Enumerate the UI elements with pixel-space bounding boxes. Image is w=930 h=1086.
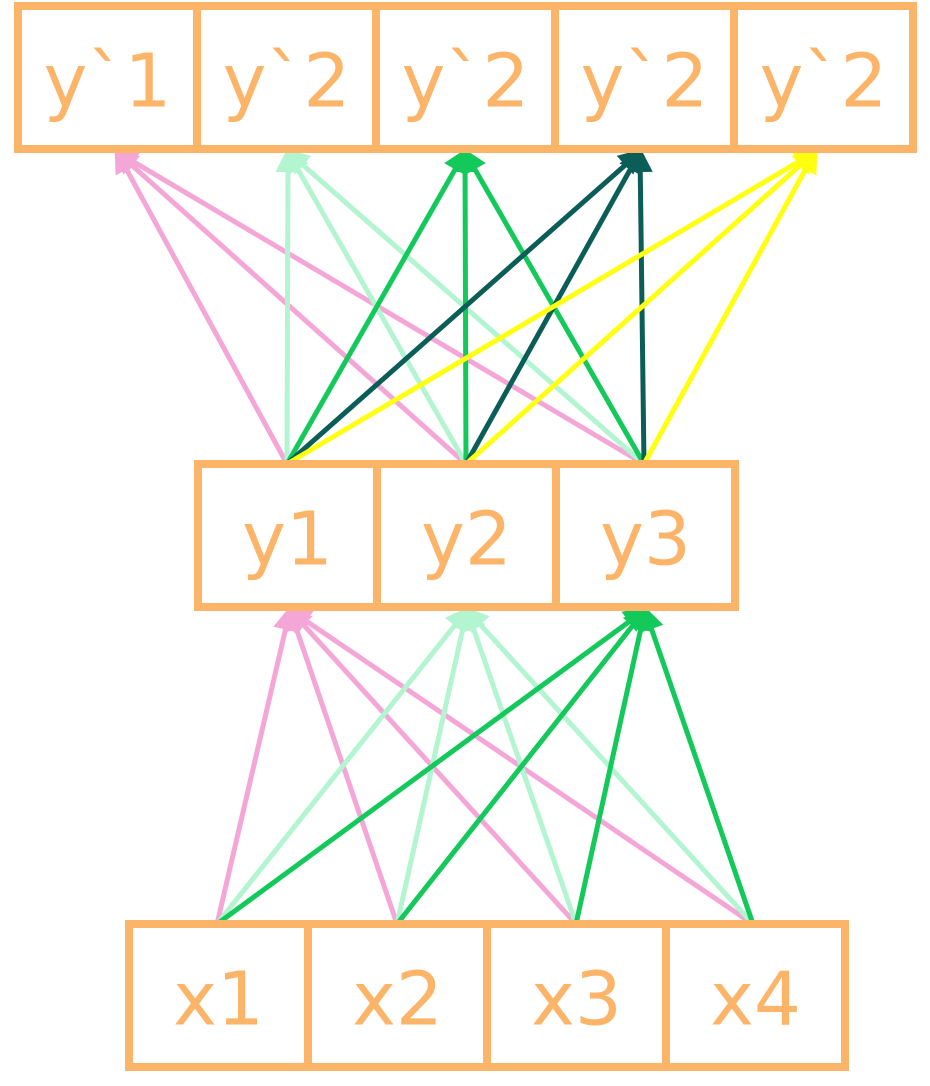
output-cell-label: y`2: [760, 39, 888, 125]
arrow-hidden-1-to-output-2: [275, 147, 301, 467]
hidden-cell-label: y1: [242, 497, 333, 583]
connection-arrows: [112, 147, 820, 927]
arrow-hidden-2-to-output-1: [113, 148, 469, 467]
output-cell-3: y`2: [372, 2, 559, 153]
input-cell-label: x4: [710, 957, 801, 1043]
input-cell-box: [483, 920, 670, 1071]
arrow-hidden-2-to-output-5: [463, 148, 819, 467]
hidden-cell-box: [552, 460, 739, 611]
hidden-cell-1: y1: [194, 460, 381, 611]
output-cell-box: [551, 2, 738, 153]
input-cell-label: x1: [173, 957, 264, 1043]
arrow-input-1-to-hidden-3: [214, 607, 650, 927]
input-cell-4: x4: [662, 920, 849, 1071]
input-cell-1: x1: [125, 920, 312, 1071]
arrow-hidden-1-to-output-3: [284, 147, 468, 467]
output-cell-1: y`1: [14, 2, 201, 153]
output-cell-label: y`1: [44, 39, 172, 125]
output-cell-label: y`2: [402, 39, 530, 125]
arrow-input-2-to-hidden-3: [394, 606, 649, 927]
hidden-cell-3: y3: [552, 460, 739, 611]
arrow-input-3-to-hidden-3: [573, 605, 653, 927]
arrow-hidden-3-to-output-1: [112, 149, 647, 467]
layer-boxes: y`1 y`2 y`2 y`2 y`2 y1 y2 y3 x1 x2 x3 x4: [14, 2, 917, 1071]
hidden-cell-2: y2: [373, 460, 560, 611]
input-cell-box: [662, 920, 849, 1071]
arrow-input-1-to-hidden-1: [214, 605, 298, 927]
output-cell-5: y`2: [730, 2, 917, 153]
output-cell-4: y`2: [551, 2, 738, 153]
arrow-input-1-to-hidden-2: [214, 606, 471, 927]
output-cell-label: y`2: [223, 39, 351, 125]
input-cell-label: x3: [531, 957, 622, 1043]
input-cell-box: [304, 920, 491, 1071]
arrow-hidden-3-to-output-5: [641, 147, 818, 467]
output-cell-box: [730, 2, 917, 153]
hidden-cell-box: [194, 460, 381, 611]
arrow-input-4-to-hidden-3: [639, 605, 756, 927]
arrow-hidden-1-to-output-1: [114, 147, 290, 467]
arrow-hidden-1-to-output-5: [284, 149, 820, 467]
output-cell-2: y`2: [193, 2, 380, 153]
hidden-cell-label: y2: [421, 497, 512, 583]
arrow-hidden-1-to-output-4: [284, 148, 644, 467]
input-cell-2: x2: [304, 920, 491, 1071]
input-cell-label: x2: [352, 957, 443, 1043]
input-cell-box: [125, 920, 312, 1071]
input-cell-3: x3: [483, 920, 670, 1071]
output-cell-label: y`2: [581, 39, 709, 125]
hidden-cell-label: y3: [600, 497, 691, 583]
